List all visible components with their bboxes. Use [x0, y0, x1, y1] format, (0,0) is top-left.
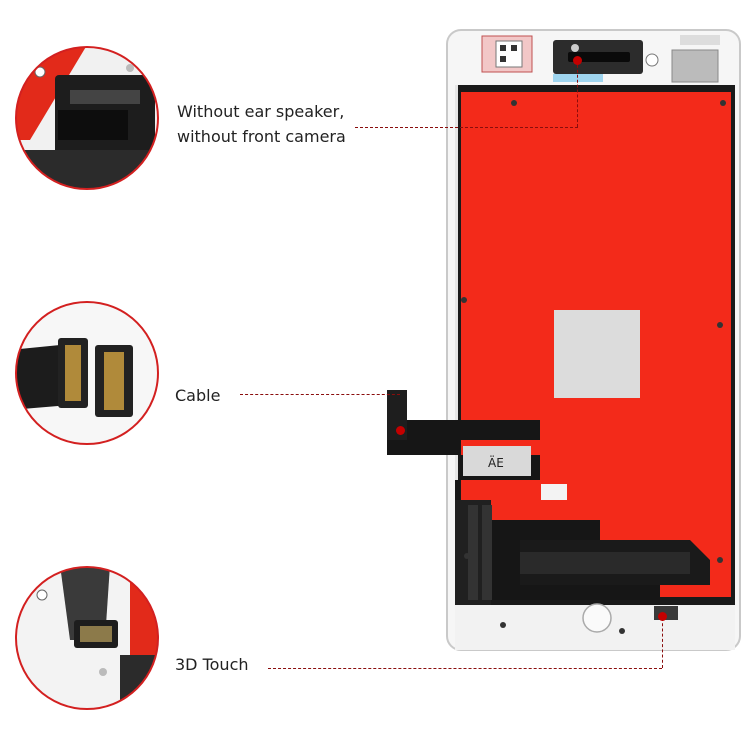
flex-connector-label	[463, 446, 531, 476]
callout-dot-3d-touch	[658, 612, 667, 621]
callout-line-cable	[240, 394, 400, 395]
callout-ear-speaker-line2: without front camera	[177, 127, 346, 146]
callout-line-3d-touch	[268, 668, 662, 669]
callout-vline-ear-speaker	[577, 60, 578, 127]
callout-ear-speaker-line1: Without ear speaker,	[177, 102, 345, 121]
callout-line-ear-speaker	[355, 127, 578, 128]
callout-ear-speaker: Without ear speaker, without front camer…	[177, 99, 346, 149]
home-button-hole	[582, 603, 612, 633]
callout-dot-ear-speaker	[573, 56, 582, 65]
top-right-sticker	[671, 49, 719, 83]
callout-cable: Cable	[175, 386, 221, 405]
center-pad	[554, 310, 640, 398]
callout-vline-3d-touch	[662, 618, 663, 668]
callout-dot-cable	[396, 426, 405, 435]
callout-3d-touch: 3D Touch	[175, 655, 249, 674]
flex-label: ÄE	[488, 456, 504, 470]
